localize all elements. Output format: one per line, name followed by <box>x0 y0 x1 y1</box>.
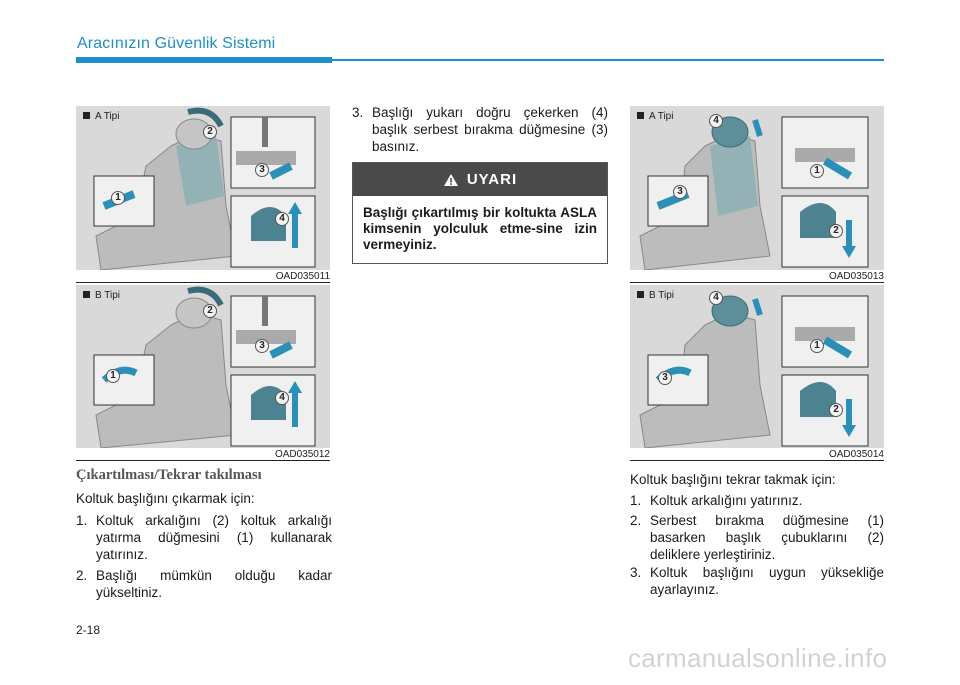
callout-number: 2 <box>203 125 217 139</box>
callout-number: 3 <box>673 185 687 199</box>
header-rule-thin <box>332 59 884 61</box>
callout-number: 1 <box>111 191 125 205</box>
step-number: 1. <box>76 513 88 528</box>
figure-code: OAD035014 <box>828 449 884 460</box>
callout-number: 4 <box>709 114 723 128</box>
step-number: 3. <box>352 105 364 120</box>
step-number: 1. <box>630 493 642 508</box>
figure-divider <box>76 282 330 283</box>
figure-a-type-reinstall: A Tipi <box>630 106 884 270</box>
figure-type-label: B Tipi <box>637 290 674 301</box>
callout-number: 3 <box>255 163 269 177</box>
step-number: 2. <box>630 513 642 528</box>
watermark: carmanualsonline.info <box>628 643 888 673</box>
figure-code: OAD035012 <box>274 449 330 460</box>
callout-number: 2 <box>829 403 843 417</box>
reinstall-step: 1. Koltuk arkalığını yatırınız. <box>630 492 884 509</box>
callout-number: 1 <box>106 369 120 383</box>
reinstall-step: 2. Serbest bırakma düğmesine (1) basarke… <box>630 512 884 563</box>
figure-type-label: A Tipi <box>637 111 673 122</box>
removal-step: 1. Koltuk arkalığını (2) koltuk arkalığı… <box>76 512 332 563</box>
step-text: Koltuk başlığını uygun yüksekliğe ayarla… <box>650 565 884 597</box>
removal-step: 3. Başlığı yukarı doğru çekerken (4) baş… <box>352 104 608 155</box>
figure-divider <box>76 460 330 461</box>
callout-number: 4 <box>275 391 289 405</box>
reinstall-intro: Koltuk başlığını tekrar takmak için: <box>630 472 836 487</box>
section-title: Aracınızın Güvenlik Sistemi <box>77 35 276 52</box>
callout-number: 1 <box>810 339 824 353</box>
seat-illustration <box>639 116 869 270</box>
removal-step: 2. Başlığı mümkün olduğu kadar yükseltin… <box>76 567 332 601</box>
step-number: 2. <box>76 568 88 583</box>
figure-divider <box>630 460 884 461</box>
callout-number: 4 <box>275 212 289 226</box>
step-text: Koltuk arkalığını yatırınız. <box>650 493 803 508</box>
callout-number: 2 <box>203 304 217 318</box>
figure-code: OAD035013 <box>828 271 884 282</box>
figure-b-type-reinstall: B Tipi <box>630 285 884 448</box>
seat-illustration <box>93 107 316 270</box>
step-text: Başlığı mümkün olduğu kadar yükseltiniz. <box>96 568 332 600</box>
warning-text: Başlığı çıkartılmış bir koltukta ASLA ki… <box>363 205 597 252</box>
warning-box: UYARI Başlığı çıkartılmış bir koltukta A… <box>352 162 608 264</box>
removal-intro: Koltuk başlığını çıkarmak için: <box>76 491 255 506</box>
header-rule-thick <box>76 57 332 63</box>
page-number: 2-18 <box>76 623 101 637</box>
figure-code: OAD035011 <box>275 271 330 282</box>
seat-illustration <box>639 295 869 448</box>
step-text: Serbest bırakma düğmesine (1) basarken b… <box>650 513 884 562</box>
step-text: Başlığı yukarı doğru çekerken (4) başlık… <box>372 105 608 154</box>
callout-number: 3 <box>658 371 672 385</box>
warning-title: UYARI <box>466 171 518 188</box>
section-heading: Çıkartılması/Tekrar takılması <box>76 467 262 483</box>
figure-type-label: A Tipi <box>83 111 119 122</box>
warning-header: UYARI <box>353 163 607 196</box>
callout-number: 1 <box>810 164 824 178</box>
callout-number: 3 <box>255 339 269 353</box>
warning-icon <box>443 173 458 186</box>
callout-number: 2 <box>829 224 843 238</box>
figure-type-label: B Tipi <box>83 290 120 301</box>
step-text: Koltuk arkalığını (2) koltuk arkalığı ya… <box>96 513 332 562</box>
figure-divider <box>630 282 884 283</box>
step-number: 3. <box>630 565 642 580</box>
callout-number: 4 <box>709 291 723 305</box>
reinstall-step: 3. Koltuk başlığını uygun yüksekliğe aya… <box>630 564 884 598</box>
